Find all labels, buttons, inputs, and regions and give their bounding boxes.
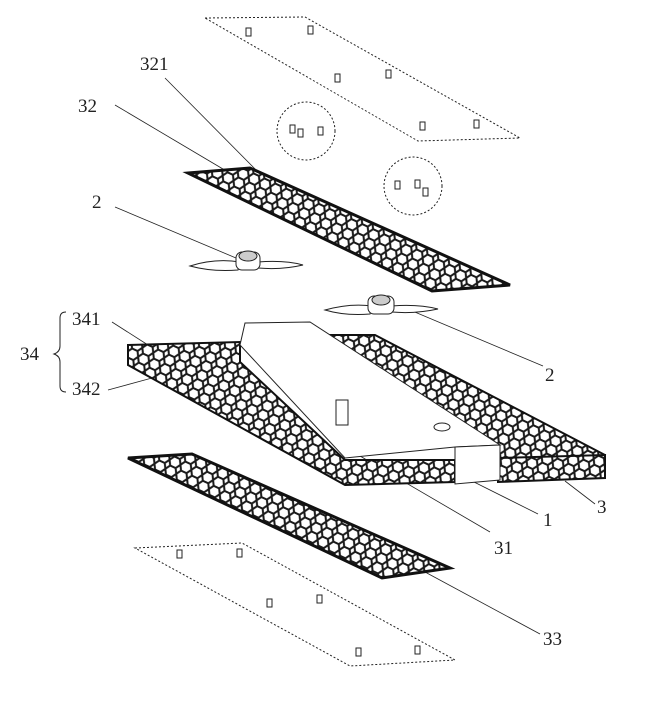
post bbox=[335, 399, 349, 426]
bottom-screw-outline bbox=[133, 542, 457, 667]
box-side-1 bbox=[454, 444, 501, 485]
label-33: 33 bbox=[543, 629, 562, 650]
screw-group-outline bbox=[383, 156, 443, 216]
label-341: 341 bbox=[72, 309, 101, 330]
label-2-left: 2 bbox=[92, 192, 102, 213]
frame-side-3 bbox=[497, 453, 606, 484]
label-1: 1 bbox=[543, 510, 553, 531]
top-screw-outline bbox=[203, 16, 522, 142]
label-2-right: 2 bbox=[545, 365, 555, 386]
label-32: 32 bbox=[78, 96, 97, 117]
label-34: 34 bbox=[20, 344, 39, 365]
label-321: 321 bbox=[140, 54, 169, 75]
screw-group-outline bbox=[276, 101, 336, 161]
label-342: 342 bbox=[72, 379, 101, 400]
top-grid-32 bbox=[182, 166, 511, 293]
brace-34 bbox=[52, 311, 67, 393]
screws bbox=[176, 25, 480, 657]
fan-left bbox=[188, 250, 304, 271]
label-3: 3 bbox=[597, 497, 607, 518]
label-31: 31 bbox=[494, 538, 513, 559]
bottom-grid-33 bbox=[127, 452, 456, 580]
fan-right bbox=[323, 294, 439, 315]
